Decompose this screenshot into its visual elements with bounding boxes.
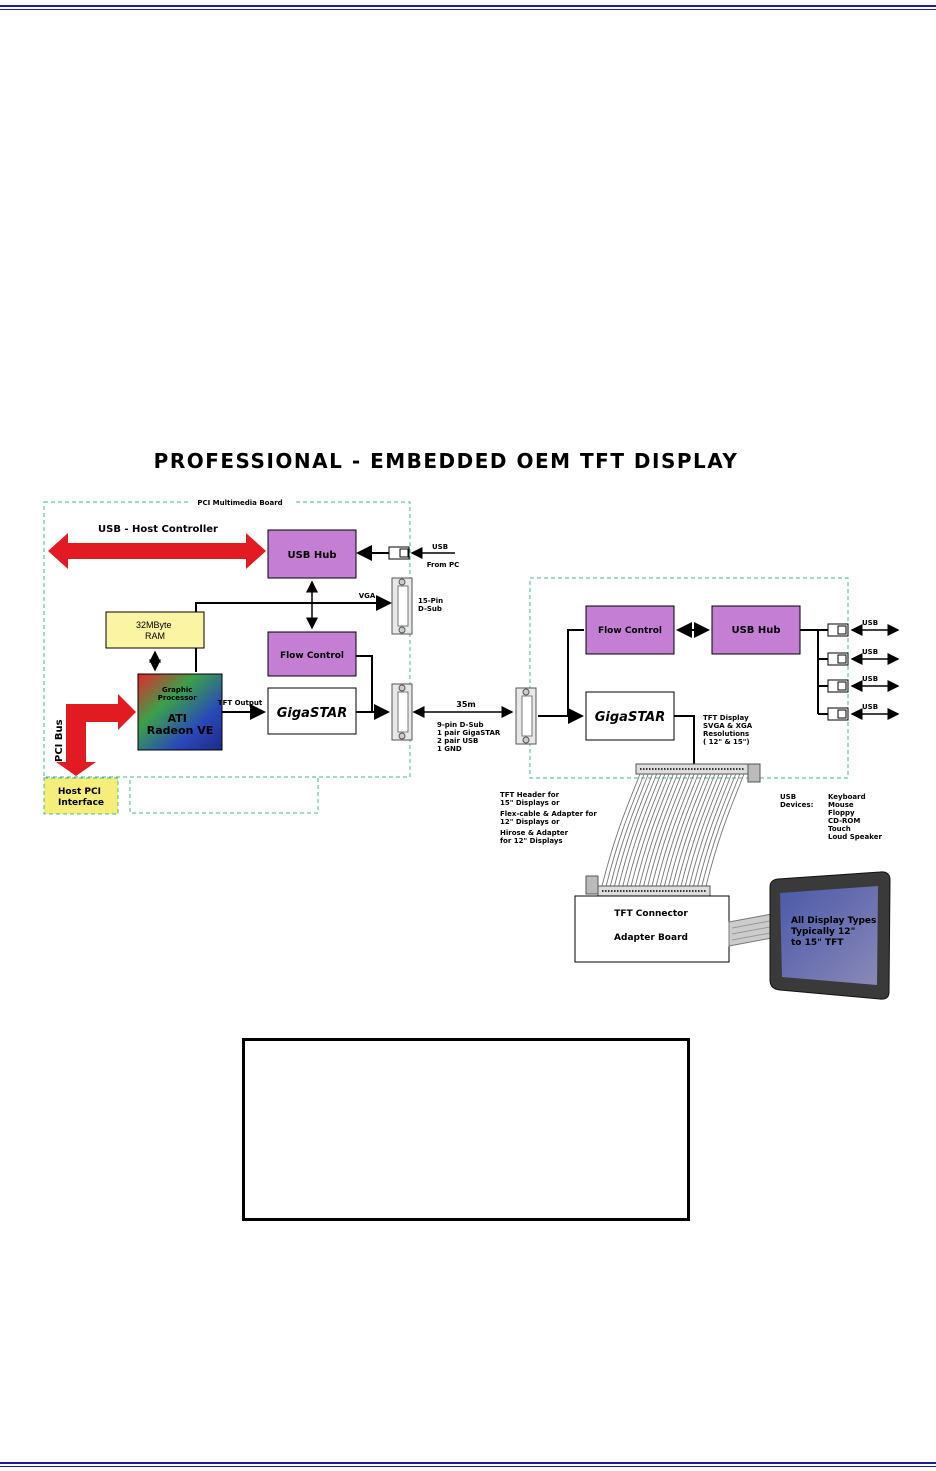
pci-board-label: PCI Multimedia Board: [197, 499, 282, 507]
ribbon-wire: [630, 773, 670, 887]
usb-port-1-label: USB: [862, 619, 878, 627]
usb-hub-left-label: USB Hub: [287, 550, 336, 561]
cable-length-label: 35m: [456, 700, 475, 709]
display-caption: All Display Types Typically 12" to 15" T…: [791, 916, 880, 948]
usb-port-2-label: USB: [862, 648, 878, 656]
adapter-subtitle: Adapter Board: [614, 933, 688, 943]
gigastar-right: [585, 691, 675, 741]
vga-label: VGA: [359, 592, 376, 600]
usb-hub-left: [267, 529, 357, 579]
dsub9-connector-right: [515, 687, 537, 745]
gigastar-right-label: GigaSTAR: [595, 710, 666, 725]
pci-extension-frame: [129, 776, 319, 814]
pci-bus-label: PCI Bus: [54, 719, 65, 762]
gigastar-left-label: GigaSTAR: [277, 706, 348, 721]
tft-display-monitor: [769, 871, 891, 1000]
ribbon-wire: [655, 773, 695, 887]
ribbon-wire: [676, 773, 716, 887]
ribbon-wire: [618, 773, 658, 887]
ribbon-wire: [663, 773, 703, 887]
top-rule: [0, 5, 936, 7]
ribbon-wire: [688, 773, 728, 887]
bottom-rule: [0, 1462, 936, 1464]
ribbon-wire: [626, 773, 666, 887]
usb-port-2: [818, 652, 900, 666]
dsub15-connector: [391, 577, 413, 635]
ribbon-wire: [701, 773, 741, 887]
ribbon-wire: [639, 773, 678, 887]
dsub15-label: 15-Pin D-Sub: [418, 597, 446, 613]
ribbon-wire: [601, 773, 641, 887]
ribbon-wire: [643, 773, 683, 887]
cable-spec: 9-pin D-Sub 1 pair GigaSTAR 2 pair USB 1…: [437, 721, 503, 753]
dsub9-connector-left: [391, 683, 413, 741]
flow-control-left-label: Flow Control: [280, 651, 344, 661]
ribbon-wire: [634, 773, 674, 887]
host-pci-label: Host PCI Interface: [58, 787, 104, 808]
usb-hub-right-label: USB Hub: [731, 625, 780, 636]
ribbon-wire: [684, 773, 724, 887]
ribbon-wire: [614, 773, 653, 887]
adapter-title: TFT Connector: [614, 909, 688, 919]
ribbon-wire: [672, 773, 712, 887]
ribbon-wire: [651, 773, 691, 887]
pci-bus-arrow: [56, 694, 136, 776]
ribbon-wire: [697, 773, 737, 887]
usb-port-3: [818, 679, 900, 693]
usb-hub-right: [711, 605, 801, 655]
tft-header-connector: [635, 763, 761, 783]
usb-port-3-label: USB: [862, 675, 878, 683]
diagram-title: PROFESSIONAL - EMBEDDED OEM TFT DISPLAY: [154, 449, 739, 473]
ribbon-wire: [668, 773, 707, 887]
ram-block: [105, 611, 205, 649]
gpu-block: [137, 673, 223, 751]
gigastar-left: [267, 687, 357, 735]
gpu-label: Graphic Processor ATI Radeon VE: [147, 677, 213, 737]
top-rule-thin: [0, 9, 936, 10]
from-pc-label: From PC: [427, 561, 460, 569]
flow-control-right-label: Flow Control: [598, 626, 662, 636]
connection-options: TFT Header for 15" Displays or Flex-cabl…: [500, 791, 599, 845]
ribbon-wire: [605, 773, 645, 887]
flex-cable: [728, 913, 773, 947]
adapter-board: [574, 895, 730, 963]
host-pci-interface: [43, 777, 119, 815]
usb-devices-list: Keyboard Mouse Floppy CD-ROM Touch Loud …: [828, 793, 882, 841]
flow-control-left: [267, 631, 357, 677]
ribbon-wire: [622, 773, 662, 887]
usb-devices-label: USB Devices:: [780, 793, 814, 809]
usb-host-label: USB - Host Controller: [98, 524, 218, 535]
ribbon-wire: [609, 773, 649, 887]
usb-port-4: [818, 707, 900, 721]
ribbon-wire: [647, 773, 687, 887]
ribbon-cable: [601, 773, 745, 887]
ribbon-wire: [680, 773, 720, 887]
ribbon-wire: [705, 773, 745, 887]
adapter-connector: [585, 875, 711, 897]
empty-text-box: [242, 1038, 690, 1221]
ribbon-wire: [693, 773, 732, 887]
usb-in-label: USB: [432, 543, 448, 551]
flow-control-right: [585, 605, 675, 655]
ribbon-wire: [659, 773, 699, 887]
usb-port-4-label: USB: [862, 703, 878, 711]
bottom-rule-thin: [0, 1466, 936, 1467]
usb-port-1: [818, 623, 900, 637]
tft-display-info: TFT Display SVGA & XGA Resolutions ( 12"…: [703, 714, 755, 746]
tft-output-label: TFT Output: [218, 699, 263, 707]
ram-label: 32MByte RAM: [136, 620, 174, 641]
usb-host-arrow: [48, 533, 266, 569]
